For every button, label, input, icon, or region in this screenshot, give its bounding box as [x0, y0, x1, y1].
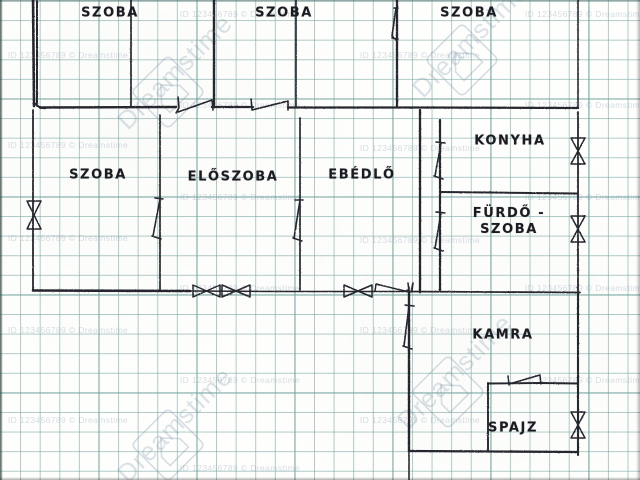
- door-eloszoba-szoba1-leaf: [177, 99, 214, 113]
- door-eloszoba-szoba1-jamb: [175, 96, 180, 114]
- window-konyha-right: [570, 137, 586, 165]
- door-mid-kamra-jamb: [407, 282, 410, 293]
- door-eloszoba-szoba2-leaf: [251, 100, 289, 111]
- door-eloszoba-ebedlo: [292, 199, 304, 242]
- door-konyha: [433, 141, 446, 180]
- door-symbol-group-upper: [175, 96, 289, 114]
- wall-h-mid-left: [31, 289, 192, 293]
- door-eloszoba-szoba2-jamb: [250, 98, 253, 110]
- door-kamra-leaf: [410, 282, 414, 293]
- window-spajz-right: [570, 411, 586, 439]
- window-szoba4-left: [26, 200, 42, 230]
- window-symbol-group: [26, 137, 586, 439]
- wall-h-upper-left: [38, 105, 178, 109]
- door-szoba4-eloszoba: [151, 197, 164, 240]
- door-kamra: [402, 304, 415, 350]
- wall-h-spajz-top-right: [539, 382, 579, 385]
- door-spajz-leaf: [508, 374, 542, 385]
- wall-h-mid-right: [405, 290, 581, 294]
- window-mid-right-1: [343, 284, 373, 298]
- window-mid-left-1: [192, 284, 221, 298]
- door-furdoszoba: [433, 211, 446, 252]
- wall-h-mid-left-thin: [189, 290, 277, 293]
- window-mid-left-2: [221, 284, 251, 298]
- door-mid-kamra-leaf: [374, 283, 410, 293]
- wall-h-kamra-bottom: [407, 449, 580, 454]
- window-furdoszoba-right: [570, 215, 586, 243]
- door-symbol-group-mid: [374, 282, 410, 293]
- door-szoba3: [391, 7, 399, 41]
- wall-h-konyha-furdo: [440, 191, 579, 195]
- wall-h-upper-right: [418, 106, 580, 110]
- wall-exterior-left-upper: [31, 0, 36, 108]
